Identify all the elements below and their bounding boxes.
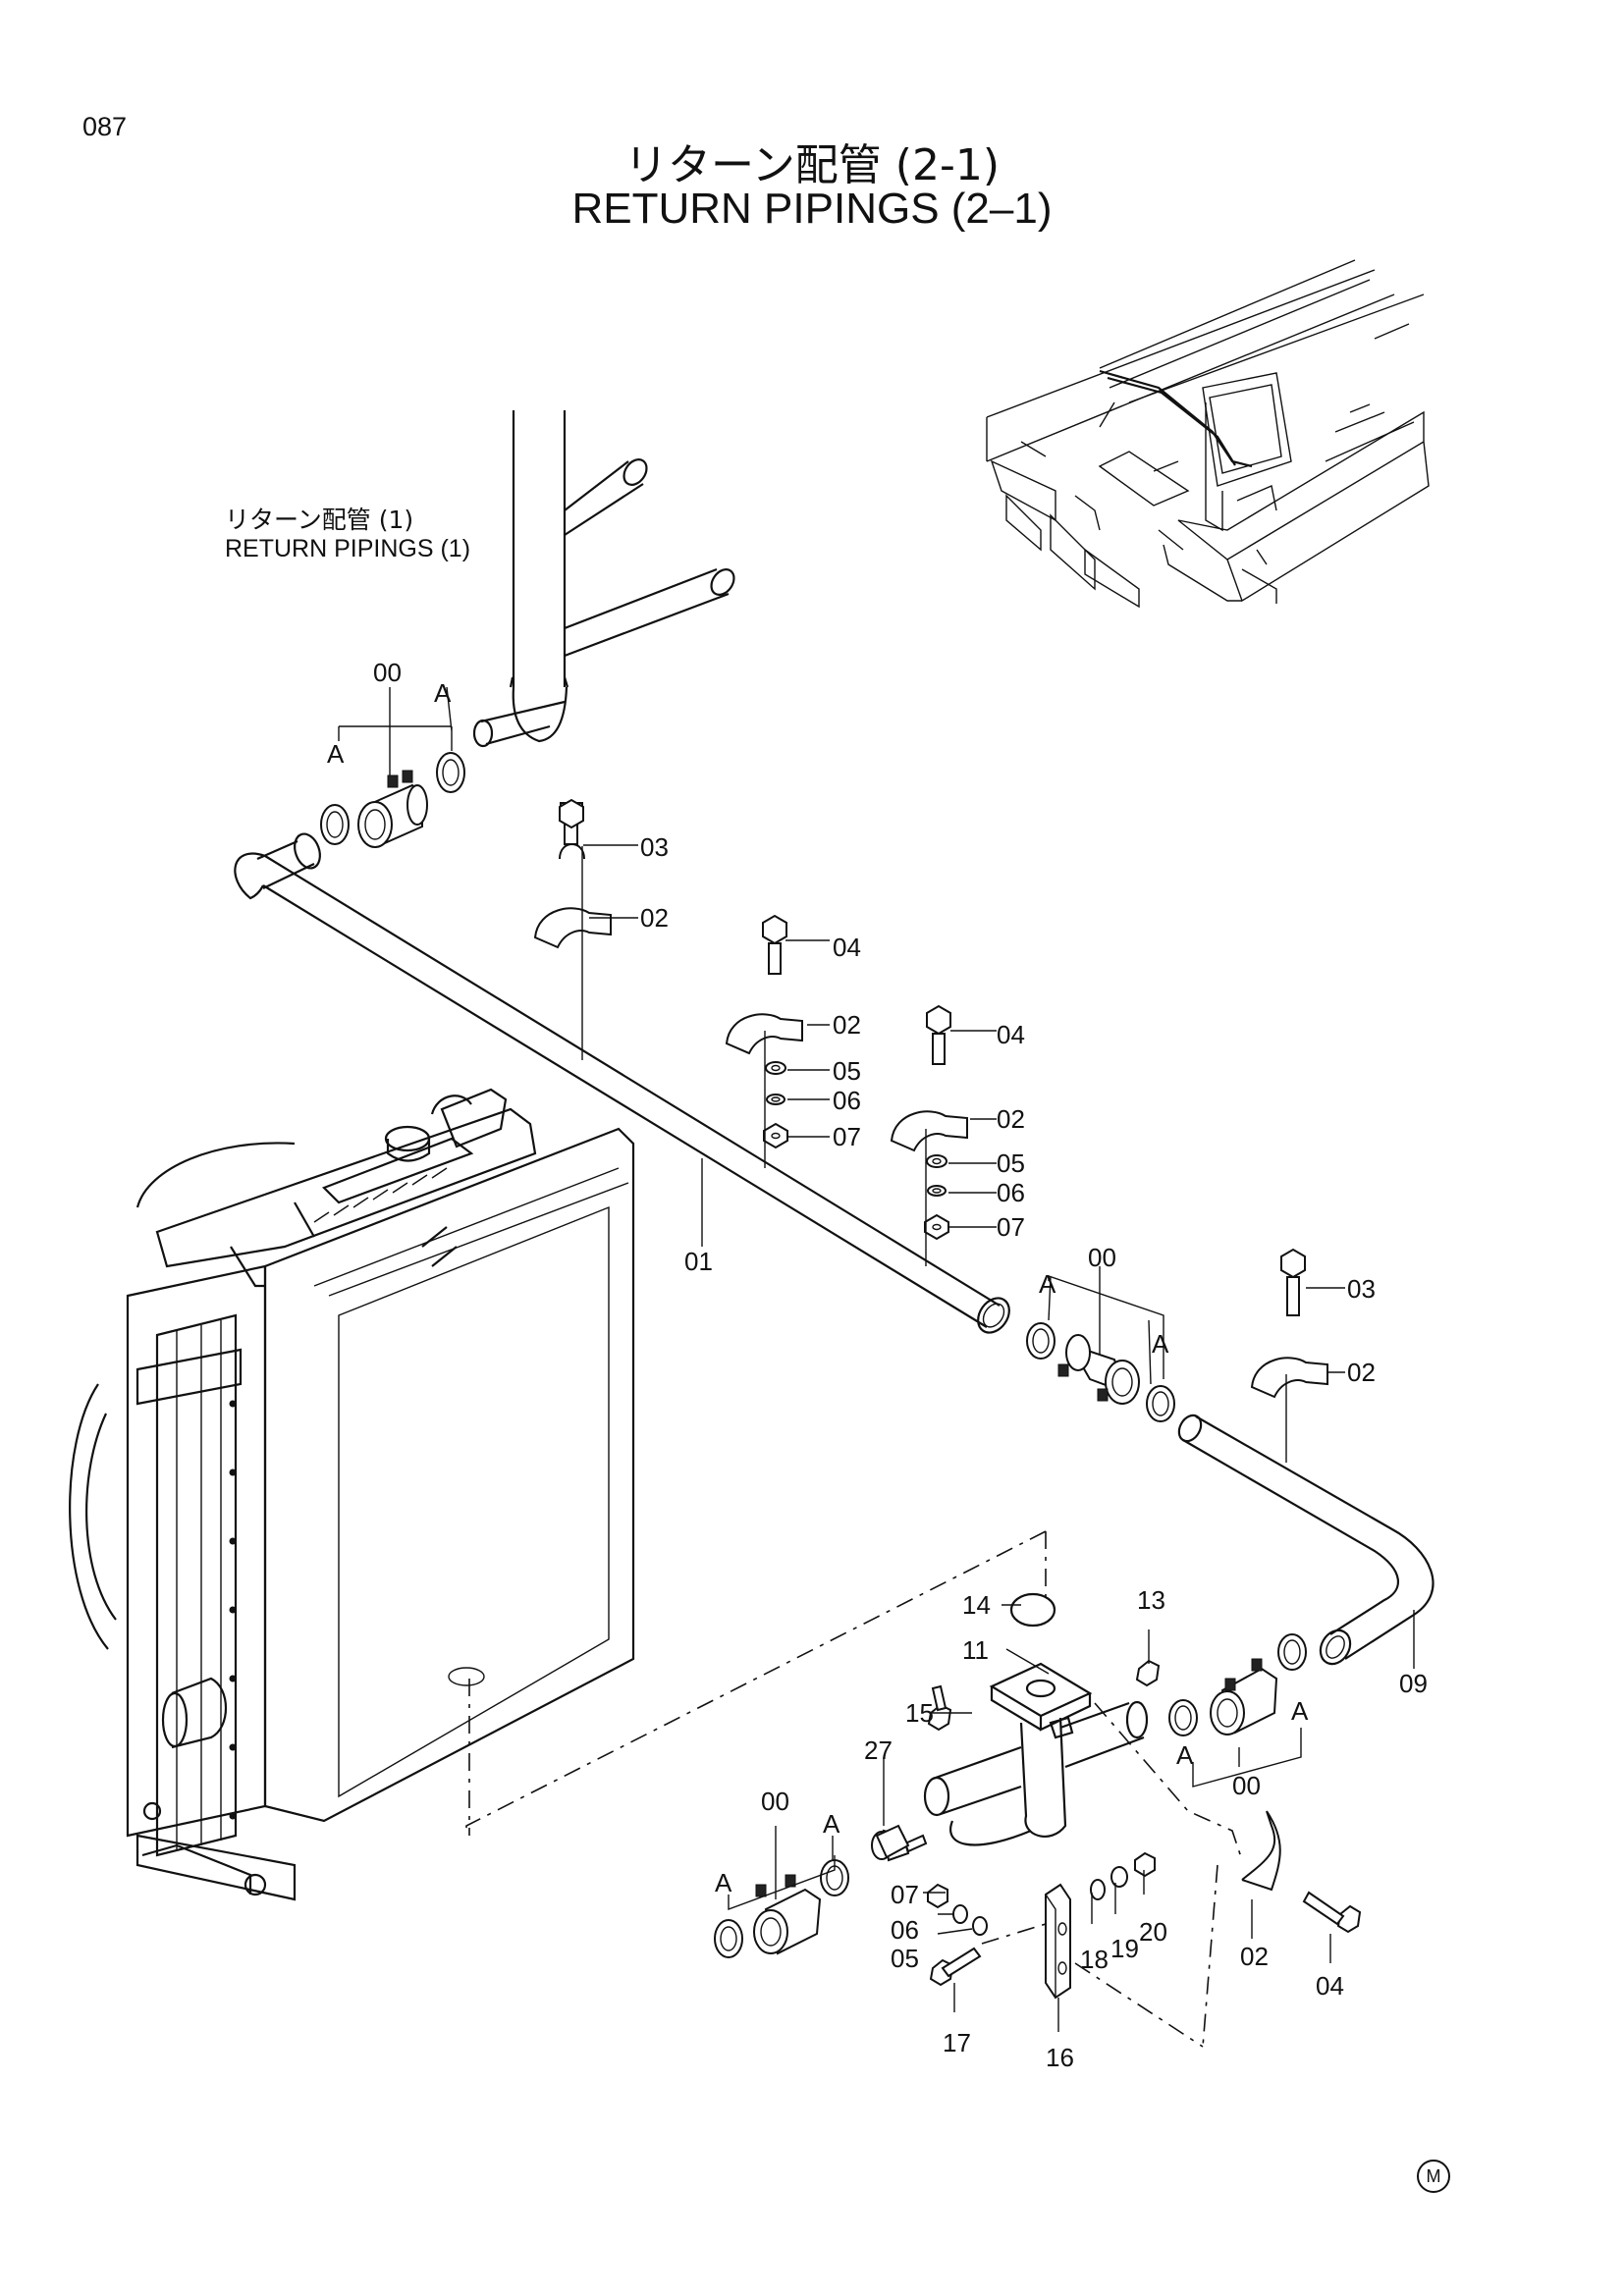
title-japanese: リターン配管 (2-1) bbox=[624, 140, 1000, 190]
callout-15: 15 bbox=[905, 1698, 934, 1728]
callout-13: 13 bbox=[1137, 1585, 1165, 1615]
callout-14: 14 bbox=[962, 1590, 991, 1620]
hose-clamp-set-top bbox=[320, 752, 465, 848]
callout-20: 20 bbox=[1139, 1917, 1167, 1947]
callout-02-second: 02 bbox=[833, 1010, 861, 1040]
callout-04-second: 04 bbox=[997, 1020, 1025, 1049]
machine-frame-inset bbox=[986, 259, 1430, 609]
title-english: RETURN PIPINGS (2–1) bbox=[571, 185, 1053, 233]
washers-and-nuts bbox=[763, 1061, 1156, 1936]
callout-02-bottom: 02 bbox=[1240, 1942, 1269, 1971]
callout-00-top: 00 bbox=[373, 658, 402, 687]
upstream-pipes bbox=[472, 410, 735, 748]
callout-05-second: 05 bbox=[997, 1148, 1025, 1178]
callout-07-first: 07 bbox=[833, 1122, 861, 1151]
callout-05-first: 05 bbox=[833, 1056, 861, 1086]
page-number: 087 bbox=[82, 112, 128, 141]
callout-a-bottom-left: A bbox=[715, 1868, 732, 1897]
callout-06-third: 06 bbox=[891, 1915, 919, 1945]
callout-a-bottom-right: A bbox=[823, 1809, 840, 1839]
callout-07-third: 07 bbox=[891, 1880, 919, 1909]
callout-16: 16 bbox=[1046, 2043, 1074, 2072]
callout-02-first: 02 bbox=[640, 903, 669, 933]
callout-00-right: 00 bbox=[1232, 1771, 1261, 1800]
callout-02-right: 02 bbox=[1347, 1358, 1376, 1387]
callout-a-top-left: A bbox=[327, 739, 345, 769]
leader-lines bbox=[338, 686, 1415, 2048]
callout-01: 01 bbox=[684, 1247, 713, 1276]
reference-japanese: リターン配管 (1) bbox=[225, 506, 414, 534]
callout-11: 11 bbox=[962, 1635, 989, 1665]
callout-00-bottom: 00 bbox=[761, 1787, 789, 1816]
damper-27 bbox=[875, 1824, 910, 1859]
circled-m-mark: M bbox=[1417, 2160, 1450, 2193]
callout-04-bottom: 04 bbox=[1316, 1971, 1344, 2001]
callout-04-first: 04 bbox=[833, 933, 861, 962]
callout-a-middle-right: A bbox=[1152, 1329, 1169, 1359]
callout-09: 09 bbox=[1399, 1669, 1428, 1698]
callout-a-right-lower: A bbox=[1176, 1740, 1194, 1770]
callout-05-third: 05 bbox=[891, 1944, 919, 1973]
callout-00-middle: 00 bbox=[1088, 1243, 1116, 1272]
reference-english: RETURN PIPINGS (1) bbox=[225, 535, 471, 562]
callout-03-right: 03 bbox=[1347, 1274, 1376, 1304]
callout-03-top: 03 bbox=[640, 832, 669, 862]
radiator bbox=[69, 1088, 635, 1901]
callout-06-first: 06 bbox=[833, 1086, 861, 1115]
callout-17: 17 bbox=[943, 2028, 971, 2057]
callout-a-middle-left: A bbox=[1039, 1269, 1056, 1299]
callout-19: 19 bbox=[1110, 1934, 1139, 1963]
bracket-16 bbox=[1045, 1883, 1071, 2000]
hose-clamp-set-right bbox=[1168, 1633, 1307, 1736]
callout-27: 27 bbox=[864, 1735, 893, 1765]
hose-clamp-set-bottom bbox=[714, 1859, 849, 1958]
callout-a-right-upper: A bbox=[1291, 1696, 1309, 1726]
callout-06-second: 06 bbox=[997, 1178, 1025, 1207]
clamps bbox=[533, 907, 1328, 1892]
callout-02-third: 02 bbox=[997, 1104, 1025, 1134]
pipe-09 bbox=[1177, 1414, 1435, 1666]
pipe-01 bbox=[234, 832, 1010, 1334]
callout-07-second: 07 bbox=[997, 1212, 1025, 1242]
elbow-fitting bbox=[923, 1592, 1149, 1846]
callout-18: 18 bbox=[1080, 1945, 1109, 1974]
callout-a-top-right: A bbox=[434, 678, 452, 708]
